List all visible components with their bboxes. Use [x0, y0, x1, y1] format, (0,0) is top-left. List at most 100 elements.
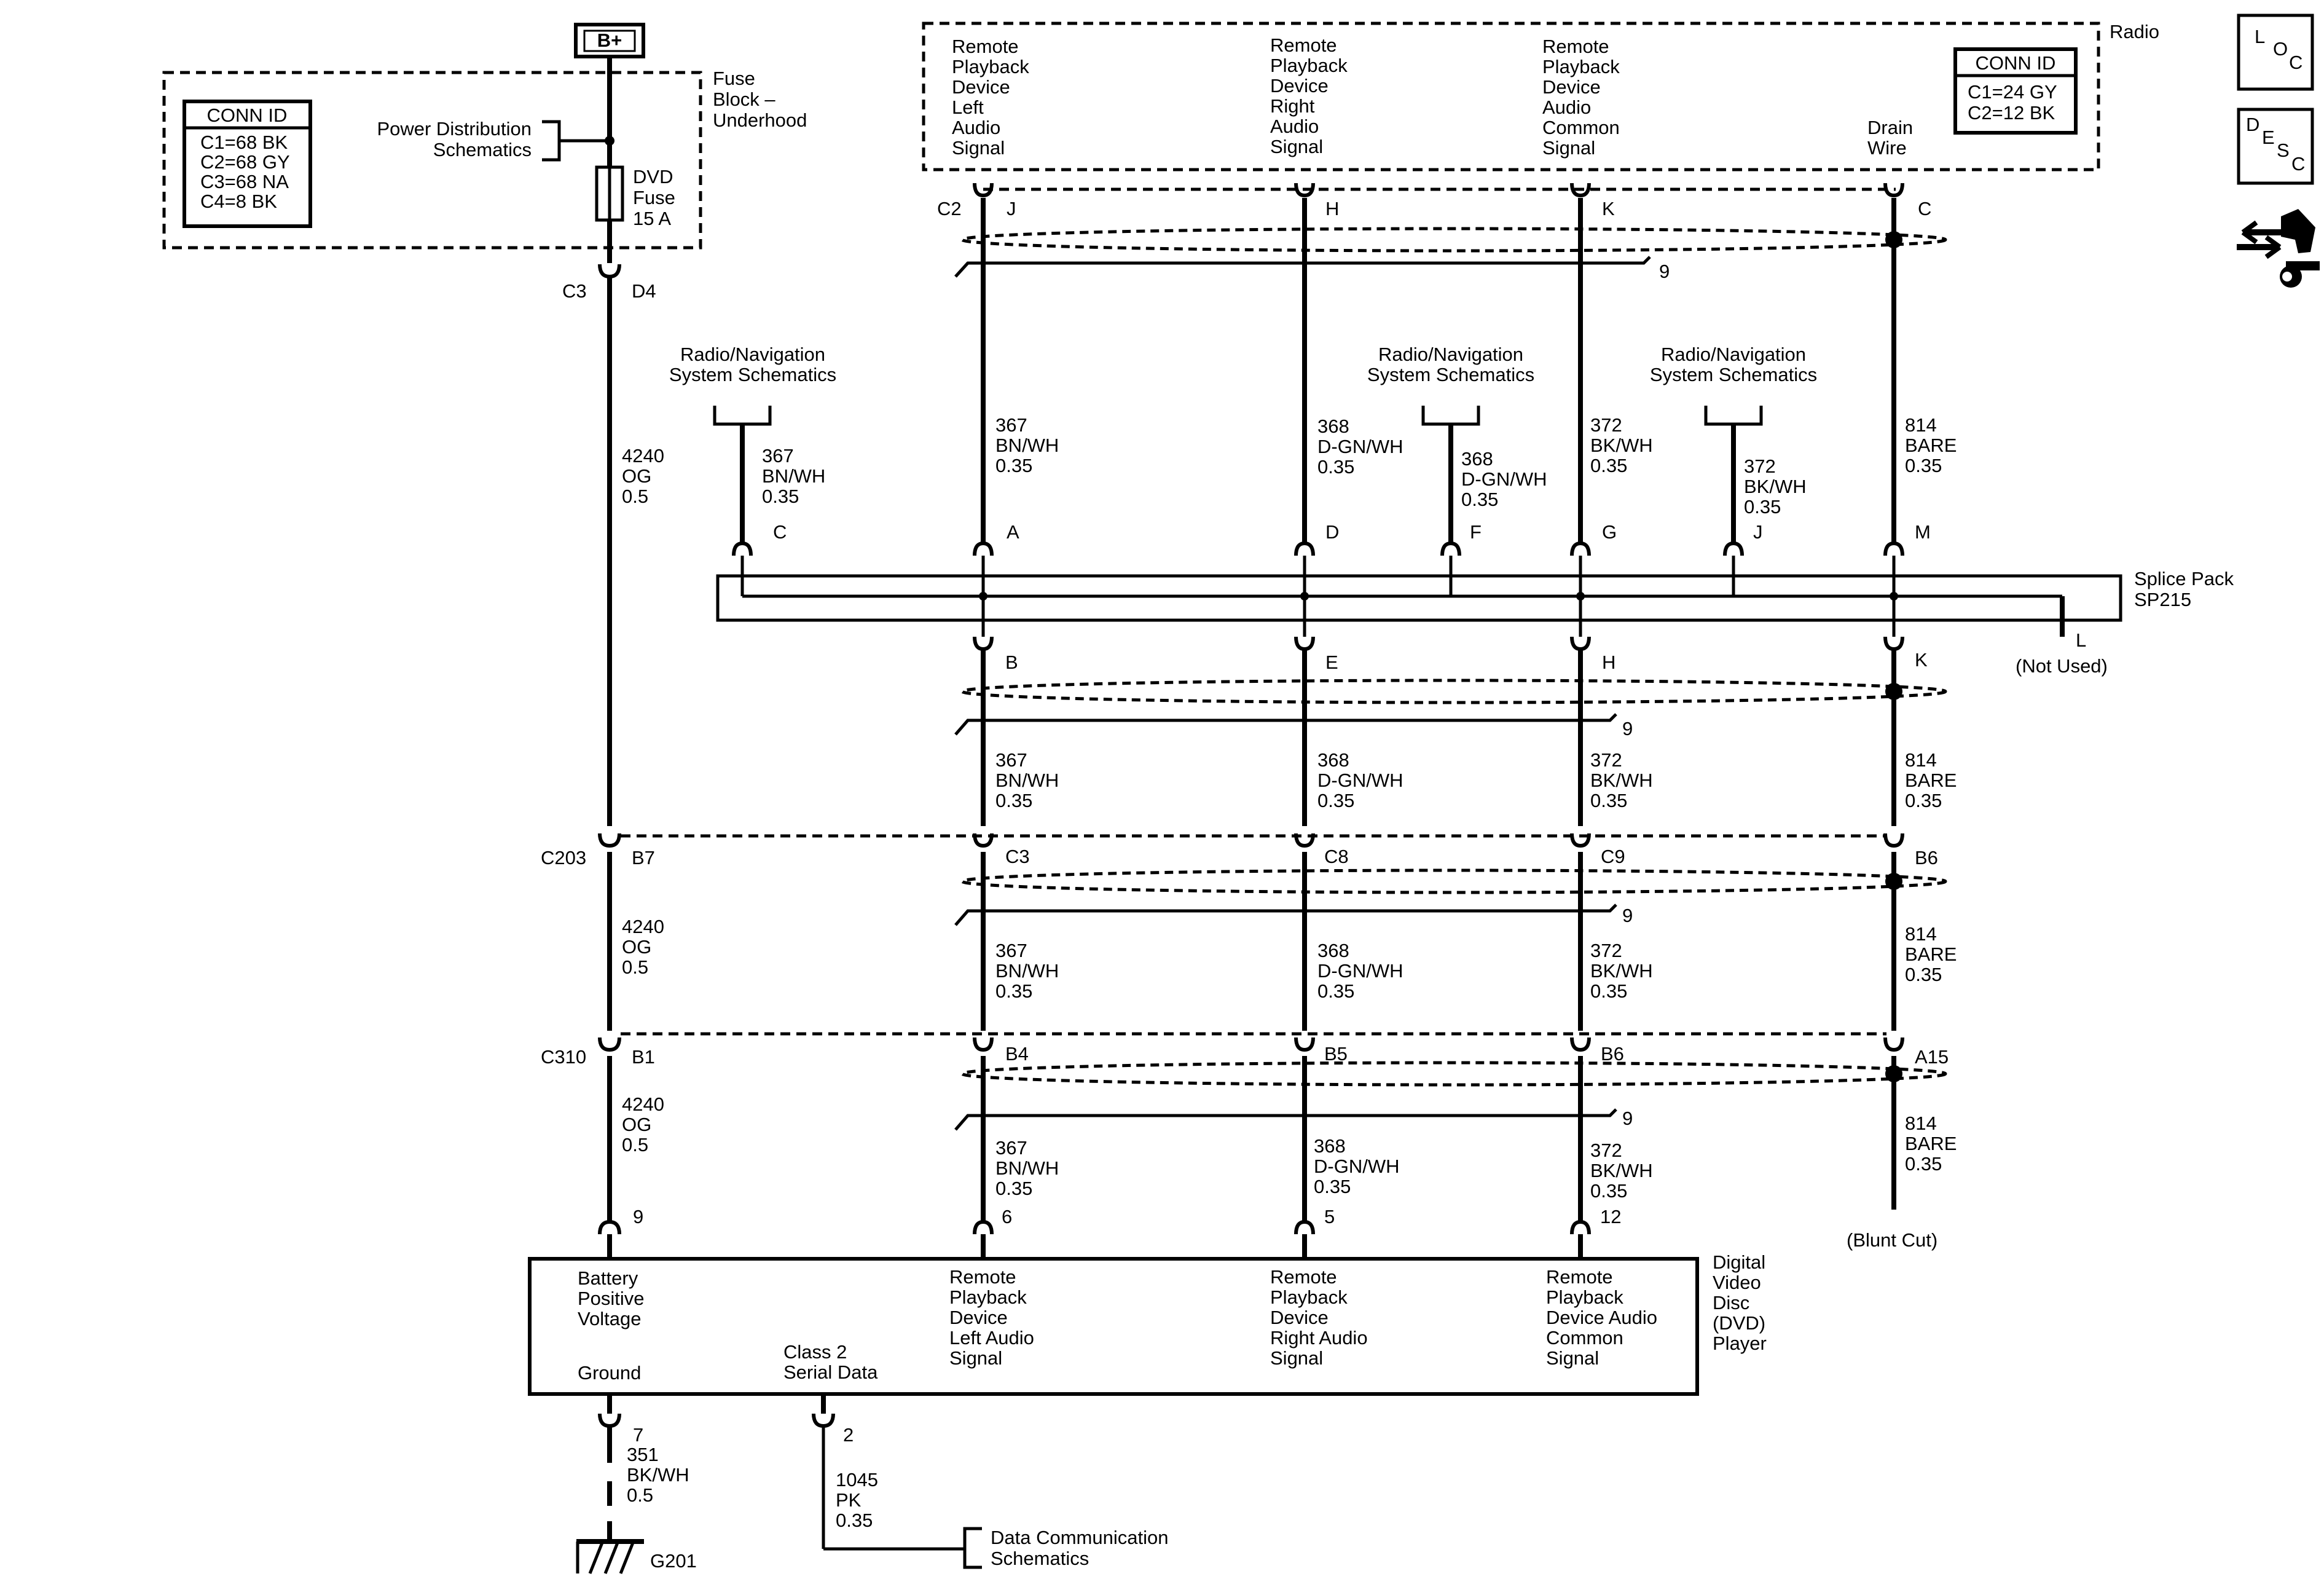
- data-comm-ref-2: Schematics: [991, 1548, 1089, 1569]
- fuse-block-label-2: Block –: [713, 89, 775, 110]
- c203-pin-c3: C3: [1005, 846, 1030, 867]
- data-comm-ref-1: Data Communication: [991, 1527, 1168, 1548]
- svg-text:Remote: Remote: [1546, 1266, 1613, 1288]
- dvd-battery-label: Battery Positive Voltage: [578, 1267, 645, 1329]
- svg-text:0.35: 0.35: [1905, 1153, 1942, 1175]
- b-plus-inner: [583, 30, 636, 52]
- svg-text:Signal: Signal: [952, 137, 1005, 159]
- svg-text:0.5: 0.5: [622, 1134, 648, 1156]
- dvd-ground-label: Ground: [578, 1362, 641, 1384]
- fuse-label-1: DVD: [633, 166, 673, 187]
- fuse-conn-c3: C3=68 NA: [200, 171, 289, 192]
- svg-text:0.35: 0.35: [762, 486, 799, 507]
- svg-text:Remote: Remote: [1542, 36, 1609, 57]
- svg-text:368: 368: [1317, 940, 1349, 961]
- svg-text:Voltage: Voltage: [578, 1308, 641, 1329]
- description-icon[interactable]: D E S C: [2237, 108, 2314, 185]
- svg-text:367: 367: [995, 1137, 1027, 1159]
- c310-label: C310: [541, 1046, 586, 1068]
- radio-pin-h: H: [1325, 198, 1339, 219]
- dvd-common-audio-label: Remote Playback Device Audio Common Sign…: [1546, 1266, 1657, 1369]
- wire-372-d-label: 372 BK/WH 0.35: [1590, 1140, 1653, 1202]
- svg-text:Signal: Signal: [1546, 1347, 1599, 1369]
- svg-text:Right: Right: [1270, 95, 1315, 117]
- c310-pin-b5: B5: [1324, 1043, 1348, 1065]
- svg-text:Signal: Signal: [1270, 1347, 1323, 1369]
- splice-pack-name-2: SP215: [2134, 589, 2191, 610]
- splice-pin-h: H: [1602, 652, 1615, 673]
- splice-pin-c: C: [773, 521, 787, 543]
- power-dist-ref-2: Schematics: [433, 139, 532, 160]
- svg-text:0.35: 0.35: [1590, 455, 1627, 476]
- svg-text:368: 368: [1314, 1135, 1346, 1157]
- wire-367-b-label: 367 BN/WH 0.35: [995, 749, 1059, 811]
- svg-text:Signal: Signal: [1270, 136, 1323, 157]
- dvd-class2-label: Class 2 Serial Data: [783, 1341, 878, 1383]
- wire-372-top-label: 372 BK/WH 0.35: [1590, 414, 1653, 476]
- ground-icon: [576, 1539, 644, 1574]
- wire-4240-3-label: 4240 OG 0.5: [622, 1093, 664, 1156]
- svg-text:Left: Left: [952, 96, 984, 118]
- dvd-left-audio-label: Remote Playback Device Left Audio Signal: [949, 1266, 1034, 1369]
- svg-text:Serial Data: Serial Data: [783, 1361, 878, 1383]
- serial-data-circuit: 2 1045 PK 0.35 Data Communication Schema…: [821, 1394, 1168, 1569]
- fuse-block-label-1: Fuse: [713, 68, 755, 89]
- svg-text:0.35: 0.35: [1317, 980, 1354, 1002]
- shield-4-number: 9: [1622, 1108, 1633, 1129]
- wire-1045-color: PK: [836, 1489, 862, 1511]
- svg-text:368: 368: [1461, 448, 1493, 470]
- fuse-conn-c1: C1=68 BK: [200, 132, 288, 153]
- radio-nav-ref-3-line2: System Schematics: [1650, 364, 1817, 385]
- svg-text:Audio: Audio: [1542, 96, 1591, 118]
- fuse-conn-id-title: CONN ID: [207, 104, 288, 126]
- connector-info-icon[interactable]: [2237, 209, 2320, 288]
- wire-4240-1-label: 4240 OG 0.5: [622, 445, 664, 507]
- fuse-label-2: Fuse: [633, 187, 675, 208]
- svg-text:367: 367: [762, 445, 794, 467]
- svg-text:BK/WH: BK/WH: [1744, 476, 1807, 497]
- splice-pack: Splice Pack SP215 C A D F G J M B E H K …: [716, 521, 2234, 677]
- svg-text:0.35: 0.35: [1905, 455, 1942, 476]
- radio-pin-j: J: [1007, 198, 1016, 219]
- c310-pin-b4: B4: [1005, 1043, 1029, 1065]
- svg-text:E: E: [2262, 127, 2275, 148]
- svg-text:OG: OG: [622, 465, 651, 487]
- c310-pin-b6: B6: [1601, 1043, 1624, 1065]
- svg-text:Playback: Playback: [1542, 56, 1620, 77]
- svg-text:0.35: 0.35: [995, 980, 1032, 1002]
- svg-text:0.35: 0.35: [1314, 1176, 1351, 1197]
- svg-text:0.35: 0.35: [995, 790, 1032, 811]
- wire-351-num: 351: [627, 1444, 659, 1465]
- svg-text:BN/WH: BN/WH: [995, 770, 1059, 791]
- svg-text:D-GN/WH: D-GN/WH: [1461, 468, 1547, 490]
- radio-conn-id-title: CONN ID: [1976, 52, 2056, 74]
- radio-label: Radio: [2110, 21, 2159, 42]
- fuse-conn-c2: C2=68 GY: [200, 151, 290, 173]
- wire-1045-num: 1045: [836, 1469, 878, 1490]
- c3-pin-d4: D4: [632, 280, 656, 302]
- power-dist-bracket: [542, 120, 561, 162]
- svg-text:814: 814: [1905, 923, 1937, 945]
- ground-g201-label: G201: [650, 1550, 697, 1572]
- location-icon[interactable]: L O C: [2237, 14, 2314, 91]
- svg-text:Remote: Remote: [952, 36, 1019, 57]
- svg-text:0.35: 0.35: [1317, 790, 1354, 811]
- splice-pin-b: B: [1005, 652, 1018, 673]
- splice-pin-d: D: [1325, 521, 1339, 543]
- radio-signal-left: Remote Playback Device Left Audio Signal: [952, 36, 1029, 159]
- nav-icons: L O C D E S C: [2237, 14, 2320, 288]
- svg-text:D-GN/WH: D-GN/WH: [1317, 960, 1403, 982]
- dvd-name-5: Player: [1713, 1333, 1767, 1354]
- wire-labels: 367 BN/WH 0.35 368 D-GN/WH 0.35 372 BK/W…: [622, 414, 1957, 1202]
- c310-pin-b1: B1: [632, 1046, 655, 1068]
- fuse-label-3: 15 A: [633, 208, 671, 229]
- splice-not-used: (Not Used): [2016, 655, 2108, 677]
- svg-text:Signal: Signal: [949, 1347, 1002, 1369]
- svg-text:Device: Device: [1270, 75, 1329, 96]
- splice-pin-m: M: [1915, 521, 1931, 543]
- radio-nav-ref-1-line1: Radio/Navigation: [680, 344, 825, 365]
- wire-367-d-label: 367 BN/WH 0.35: [995, 1137, 1059, 1199]
- blunt-cut-label: (Blunt Cut): [1847, 1229, 1937, 1251]
- svg-text:C: C: [2291, 153, 2305, 175]
- svg-text:Wire: Wire: [1867, 137, 1907, 159]
